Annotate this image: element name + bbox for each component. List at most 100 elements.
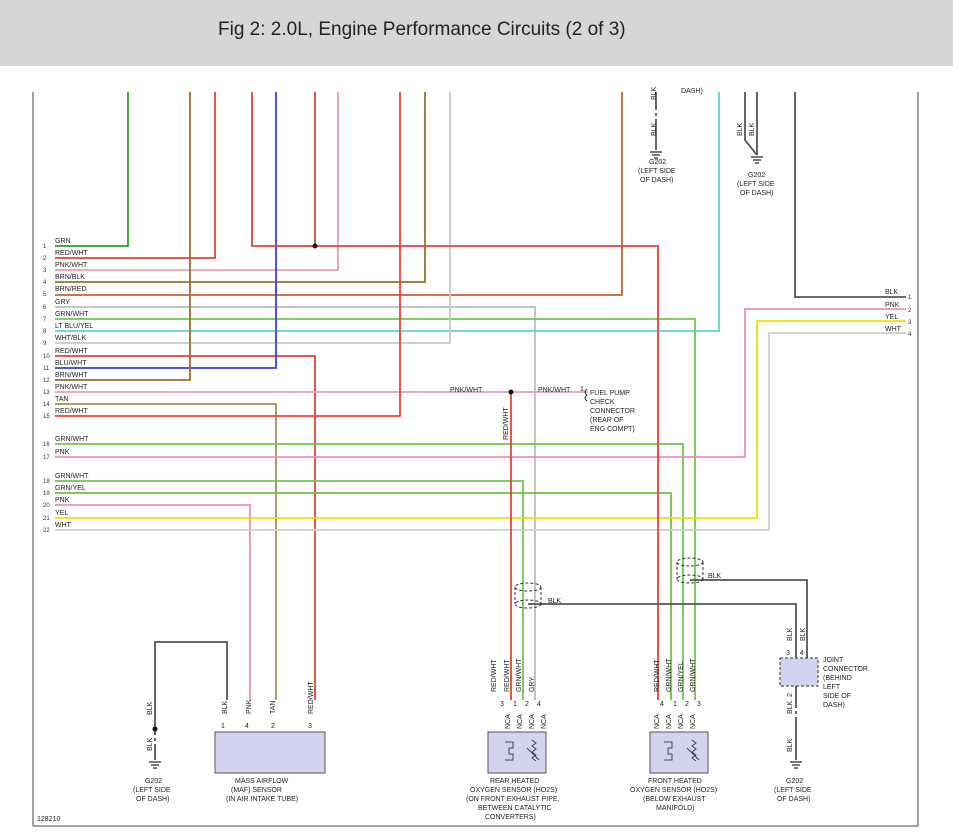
joint-connector: 3 4 BLK BLK JOINT CONNECTOR (BEHIND LEFT… bbox=[779, 627, 868, 709]
wires-layer bbox=[55, 92, 906, 760]
row-number: 1 bbox=[43, 244, 47, 250]
row-wire-label: GRN/WHT bbox=[55, 473, 89, 480]
svg-text:2: 2 bbox=[525, 701, 529, 708]
blk-label-front: BLK bbox=[708, 573, 722, 580]
row-wire-label: PNK bbox=[885, 302, 900, 309]
row-wire-label: YEL bbox=[55, 510, 68, 517]
shield-symbol bbox=[514, 582, 542, 592]
row-wire-label: BLK bbox=[885, 289, 899, 296]
svg-text:BLK: BLK bbox=[787, 738, 794, 752]
svg-text:(LEFT SIDE: (LEFT SIDE bbox=[638, 168, 676, 175]
wire-row17 bbox=[55, 308, 906, 458]
wire-row4 bbox=[55, 92, 426, 283]
row-wire-label: GRN bbox=[55, 238, 71, 245]
svg-text:(LEFT SIDE: (LEFT SIDE bbox=[774, 787, 812, 794]
svg-text:3: 3 bbox=[786, 650, 790, 657]
row-number: 14 bbox=[43, 402, 50, 408]
row-number: 3 bbox=[908, 320, 912, 326]
pnkwht-label-right: PNK/WHT bbox=[538, 387, 571, 394]
wire-row1 bbox=[55, 92, 129, 247]
svg-text:OF DASH): OF DASH) bbox=[640, 177, 673, 184]
row-number: 12 bbox=[43, 378, 50, 384]
wire-row19 bbox=[55, 492, 672, 700]
svg-text:OF DASH): OF DASH) bbox=[136, 796, 169, 803]
row-number: 8 bbox=[43, 329, 47, 335]
row-wire-label: RED/WHT bbox=[55, 348, 88, 355]
rear-ho2s-body bbox=[487, 731, 547, 774]
rear-ho2s-heater-symbol bbox=[505, 741, 514, 761]
front-ho2s-body bbox=[649, 731, 709, 774]
splice-dot bbox=[312, 243, 318, 249]
row-wire-label: BRN/WHT bbox=[55, 372, 88, 379]
row-wire-label: TAN bbox=[55, 396, 68, 403]
svg-text:1: 1 bbox=[673, 701, 677, 708]
svg-text:SIDE OF: SIDE OF bbox=[823, 693, 851, 700]
wire-row12 bbox=[55, 92, 191, 381]
row-wire-label: PNK bbox=[55, 497, 70, 504]
wire-blk-right bbox=[794, 92, 906, 298]
row-wire-label: YEL bbox=[885, 314, 898, 321]
wire-row10 bbox=[55, 355, 316, 700]
wire-row2 bbox=[55, 92, 216, 259]
row-number: 15 bbox=[43, 414, 50, 420]
wire-row3 bbox=[55, 92, 339, 271]
svg-text:ENG COMPT): ENG COMPT) bbox=[590, 426, 635, 433]
svg-text:G202: G202 bbox=[786, 778, 803, 785]
fuel-pump-pin: 1 bbox=[580, 386, 584, 393]
svg-text:BLK: BLK bbox=[651, 86, 658, 100]
svg-text:BLK: BLK bbox=[787, 700, 794, 714]
row-wire-label: PNK bbox=[55, 449, 70, 456]
front-ho2s-heater-symbol bbox=[664, 741, 673, 761]
wire-row18 bbox=[55, 480, 524, 700]
front-ho2s: 4 1 2 3 RED/WHT GRN/WHT GRN/YEL GRN/WHT … bbox=[630, 658, 717, 812]
svg-text:FRONT HEATED: FRONT HEATED bbox=[648, 778, 702, 785]
ground-top-mid: BLK BLK G202 (LEFT SIDE OF DASH) bbox=[638, 86, 676, 184]
row-number: 4 bbox=[908, 332, 912, 338]
wiring-diagram: 1GRN2RED/WHT3PNK/WHT4BRN/BLK5BRN/RED6GRY… bbox=[32, 86, 919, 827]
svg-text:NCA: NCA bbox=[517, 714, 524, 729]
components-layer bbox=[149, 110, 802, 769]
svg-text:2: 2 bbox=[685, 701, 689, 708]
svg-text:(REAR OF: (REAR OF bbox=[590, 417, 623, 424]
svg-text:GRN/WHT: GRN/WHT bbox=[690, 658, 697, 692]
row-wire-label: RED/WHT bbox=[55, 408, 88, 415]
row-number: 10 bbox=[43, 354, 50, 360]
wire-row14 bbox=[55, 403, 277, 700]
svg-text:3: 3 bbox=[308, 723, 312, 730]
svg-text:1: 1 bbox=[513, 701, 517, 708]
svg-text:JOINT: JOINT bbox=[823, 657, 844, 664]
svg-text:(BELOW EXHAUST: (BELOW EXHAUST bbox=[643, 796, 706, 803]
rear-ho2s: 3 1 2 4 RED/WHT RED/WHT GRN/WHT GRY NCA … bbox=[466, 658, 560, 821]
figure-number: 128210 bbox=[37, 816, 60, 823]
rear-ho2s-element-symbol bbox=[526, 739, 540, 762]
fuel-pump-connector-symbol bbox=[584, 388, 588, 402]
row-wire-label: PNK/WHT bbox=[55, 262, 88, 269]
row-number: 1 bbox=[908, 295, 912, 301]
row-wire-label: PNK/WHT bbox=[55, 384, 88, 391]
row-number: 13 bbox=[43, 390, 50, 396]
svg-text:3: 3 bbox=[500, 701, 504, 708]
svg-text:3: 3 bbox=[697, 701, 701, 708]
splice-dot bbox=[508, 389, 514, 395]
svg-text:G202: G202 bbox=[145, 778, 162, 785]
wire-blk-rear-shield bbox=[528, 603, 797, 658]
svg-text:(BEHIND: (BEHIND bbox=[823, 675, 852, 682]
wire-redwht-splice bbox=[251, 92, 316, 247]
svg-text:DASH): DASH) bbox=[823, 702, 845, 709]
row-number: 3 bbox=[43, 268, 47, 274]
svg-text:RED/WHT: RED/WHT bbox=[491, 659, 498, 692]
svg-text:BLK: BLK bbox=[147, 737, 154, 751]
row-wire-label: GRN/WHT bbox=[55, 436, 89, 443]
shield-symbol bbox=[676, 557, 704, 567]
row-wire-label: RED/WHT bbox=[55, 250, 88, 257]
svg-text:2: 2 bbox=[787, 693, 794, 697]
svg-text:(IN AIR INTAKE TUBE): (IN AIR INTAKE TUBE) bbox=[226, 796, 298, 803]
row-number: 17 bbox=[43, 455, 50, 461]
svg-text:PNK: PNK bbox=[246, 699, 253, 714]
svg-text:RED/WHT: RED/WHT bbox=[504, 659, 511, 692]
row-wire-label: BRN/RED bbox=[55, 286, 87, 293]
svg-text:BLK: BLK bbox=[749, 122, 756, 136]
wire-row15 bbox=[55, 92, 401, 417]
row-number: 9 bbox=[43, 341, 47, 347]
